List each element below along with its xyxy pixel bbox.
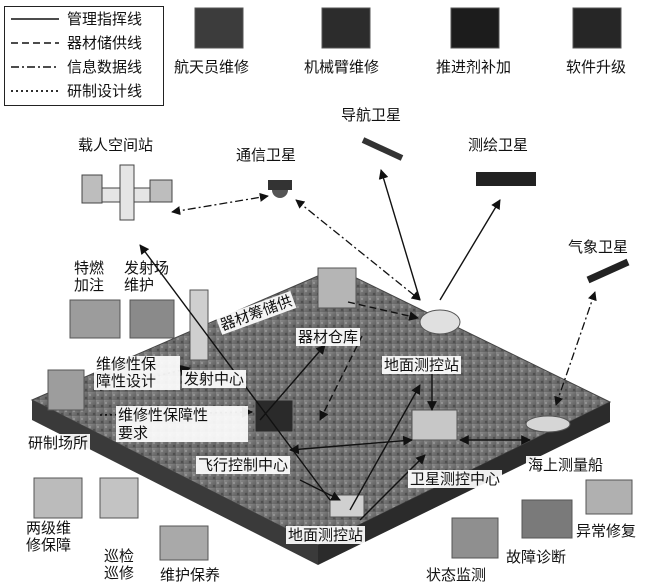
node-ground-station-top: 地面测控站 (382, 356, 462, 374)
node-ground-station-bottom: 地面测控站 (286, 526, 366, 544)
node-launch-center: 发射中心 (182, 370, 247, 388)
legend-label: 器材储供线 (67, 34, 143, 52)
node-maintainability-design: 维修性保 障性设计 (94, 356, 180, 390)
legend-item-design: 研制设计线 (11, 81, 161, 101)
node-rd-site: 研制场所 (26, 434, 91, 452)
legend-dotted-line (11, 90, 59, 92)
task-upkeep: 维护保养 (160, 566, 221, 584)
nav-sat-shape (361, 137, 404, 161)
task-propellant-refill: 推进剂补加 (436, 58, 512, 76)
legend-item-data: 信息数据线 (11, 57, 161, 77)
task-two-level-support: 两级维 修保障 (26, 519, 72, 554)
task-software-upgrade: 软件升级 (566, 58, 627, 76)
legend-dashed-line (11, 42, 59, 44)
task-astronaut-repair: 航天员维修 (174, 58, 250, 76)
node-survey-satellite: 测绘卫星 (468, 136, 529, 154)
task-arm-repair: 机械臂维修 (304, 58, 380, 76)
legend-item-command: 管理指挥线 (11, 9, 161, 29)
node-space-station: 载人空间站 (78, 136, 154, 154)
node-weather-satellite: 气象卫星 (568, 238, 629, 256)
survey-sat-shape (476, 172, 536, 186)
legend-label: 研制设计线 (67, 82, 143, 100)
node-satellite-control-center: 卫星测控中心 (408, 470, 503, 488)
node-launch-site-maintenance: 发射场 维护 (124, 259, 170, 294)
node-nav-satellite: 导航卫星 (341, 106, 402, 124)
legend-dashdot-line (11, 66, 59, 68)
supply-lines (319, 301, 419, 421)
bottom-task-photos (33, 299, 633, 561)
task-patrol-repair: 巡检 巡修 (104, 547, 135, 582)
legend-solid-line (11, 18, 59, 20)
node-maintenance-requirements: 维修性保障性 要求 (116, 406, 248, 442)
weather-sat-shape (586, 258, 630, 284)
node-warehouse: 器材仓库 (296, 328, 361, 346)
task-status-monitoring: 状态监测 (426, 566, 487, 584)
node-sea-survey-ship: 海上测量船 (526, 456, 606, 474)
task-anomaly-repair: 异常修复 (576, 522, 637, 540)
node-fuel-filling: 特燃 加注 (74, 259, 105, 294)
space-station-shape (81, 164, 173, 221)
top-task-photos (194, 7, 622, 49)
comm-sat-shape (268, 180, 292, 198)
node-flight-control-center: 飞行控制中心 (196, 456, 291, 474)
info-data-lines (171, 192, 597, 406)
legend-label: 信息数据线 (67, 58, 143, 76)
legend: 管理指挥线 器材储供线 信息数据线 研制设计线 (4, 6, 164, 106)
legend-item-supply: 器材储供线 (11, 33, 161, 53)
node-comm-satellite: 通信卫星 (236, 146, 297, 164)
legend-label: 管理指挥线 (67, 10, 143, 28)
task-fault-diagnosis: 故障诊断 (506, 548, 567, 566)
